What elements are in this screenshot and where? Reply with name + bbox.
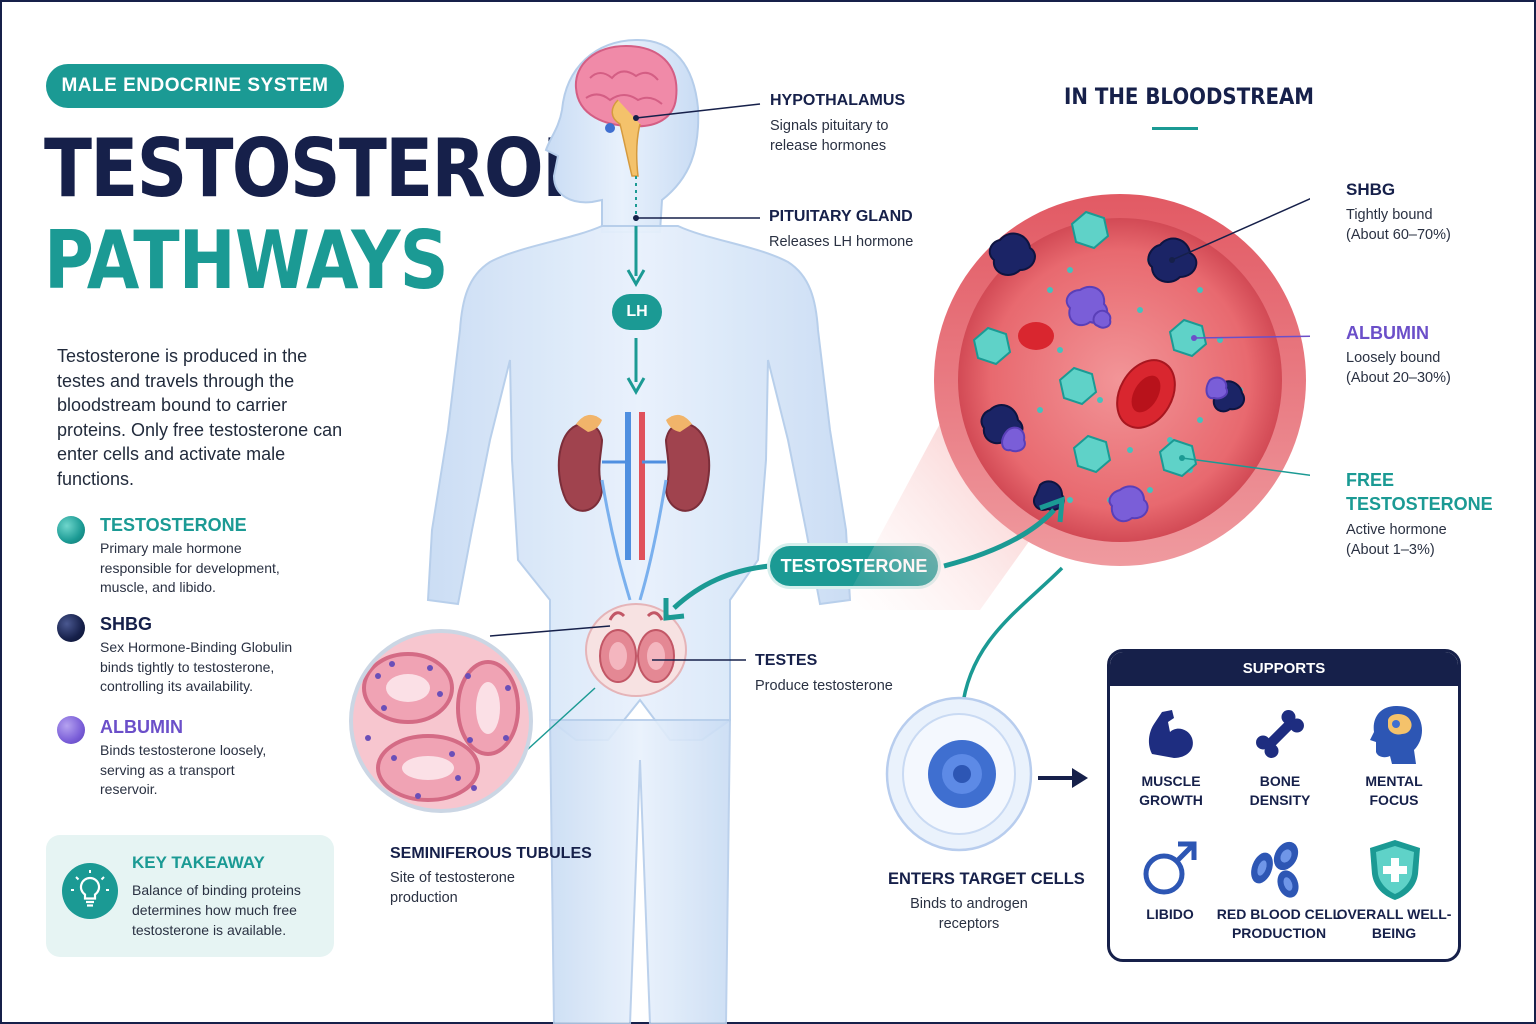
support-rbc-label: RED BLOOD CELL PRODUCTION <box>1216 906 1342 941</box>
legend-testosterone-desc: Primary male hormone responsible for dev… <box>100 540 280 595</box>
page-title-line1: TESTOSTERONE <box>44 122 647 215</box>
seminiferous-tubules-closeup <box>349 629 533 813</box>
legend-shbg-title: SHBG <box>100 614 153 634</box>
albumin-legend-dot <box>57 716 85 744</box>
albumin-bound-desc: Loosely bound (About 20–30%) <box>1346 350 1451 386</box>
shbg-legend-dot <box>57 614 85 642</box>
testes-icon <box>585 603 687 697</box>
hypothalamus-title: HYPOTHALAMUS <box>770 92 906 109</box>
kidneys-icon <box>557 412 711 601</box>
support-bone-label: BONE DENSITY <box>1249 773 1311 808</box>
testosterone-legend-dot <box>57 516 85 544</box>
legend-albumin-desc: Binds testosterone loosely, serving as a… <box>100 742 267 797</box>
legend-albumin-title: ALBUMIN <box>100 717 183 737</box>
red-blood-cells-icon <box>1251 841 1299 898</box>
hypothalamus-desc: Signals pituitary to release hormones <box>770 118 889 154</box>
support-muscle-label: MUSCLE GROWTH <box>1139 773 1203 808</box>
body-figure <box>426 38 852 1024</box>
bloodstream-title-underline <box>1152 127 1198 130</box>
key-takeaway-box: KEY TAKEAWAY Balance of binding proteins… <box>46 835 334 957</box>
intro-text: Testosterone is produced in the testes a… <box>57 346 343 489</box>
target-cells-desc: Binds to androgen receptors <box>910 896 1028 932</box>
tubules-title: SEMINIFEROUS TUBULES <box>390 845 592 862</box>
shbg-bound-title: SHBG <box>1346 180 1396 199</box>
support-libido-label: LIBIDO <box>1146 906 1194 922</box>
page-title-line2: PATHWAYS <box>44 214 449 307</box>
supports-panel: SUPPORTS MUSCLE GROWTH BONE DENSITY MENT… <box>1107 649 1461 962</box>
free-testosterone-title: FREE TESTOSTERONE <box>1346 470 1493 514</box>
lightbulb-icon <box>62 863 118 919</box>
target-cell-icon <box>885 696 1033 852</box>
support-mental-label: MENTAL FOCUS <box>1365 773 1423 808</box>
support-wellbeing-label: OVERALL WELL-BEING <box>1336 906 1452 941</box>
legend-shbg-desc: Sex Hormone-Binding Globulin binds tight… <box>100 639 293 694</box>
key-takeaway-title: KEY TAKEAWAY <box>132 853 265 872</box>
flow-arrows <box>943 496 1065 719</box>
pituitary-title: PITUITARY GLAND <box>769 208 913 225</box>
muscle-icon <box>1148 710 1193 758</box>
bloodstream-title: IN THE BLOODSTREAM <box>1064 85 1315 110</box>
tubules-desc: Site of testosterone production <box>390 870 515 906</box>
brain-head-icon <box>1370 706 1422 764</box>
shield-plus-icon <box>1370 840 1420 900</box>
testes-title: TESTES <box>755 652 818 669</box>
target-cells-title: ENTERS TARGET CELLS <box>888 870 1085 888</box>
key-takeaway-text: Balance of binding proteins determines h… <box>132 882 301 938</box>
lh-hormone-badge: LH <box>612 294 662 330</box>
male-symbol-icon <box>1143 841 1197 895</box>
category-badge: MALE ENDOCRINE SYSTEM <box>46 64 344 108</box>
brain-icon <box>574 44 678 177</box>
testes-desc: Produce testosterone <box>755 678 893 694</box>
bone-icon <box>1256 710 1304 758</box>
supports-title: SUPPORTS <box>1110 652 1458 686</box>
legend-testosterone-title: TESTOSTERONE <box>100 515 247 535</box>
pituitary-desc: Releases LH hormone <box>769 234 914 250</box>
shbg-bound-desc: Tightly bound (About 60–70%) <box>1346 207 1451 243</box>
free-testosterone-desc: Active hormone (About 1–3%) <box>1346 522 1447 558</box>
albumin-bound-title: ALBUMIN <box>1346 323 1429 343</box>
arrow-to-supports <box>1038 768 1088 788</box>
